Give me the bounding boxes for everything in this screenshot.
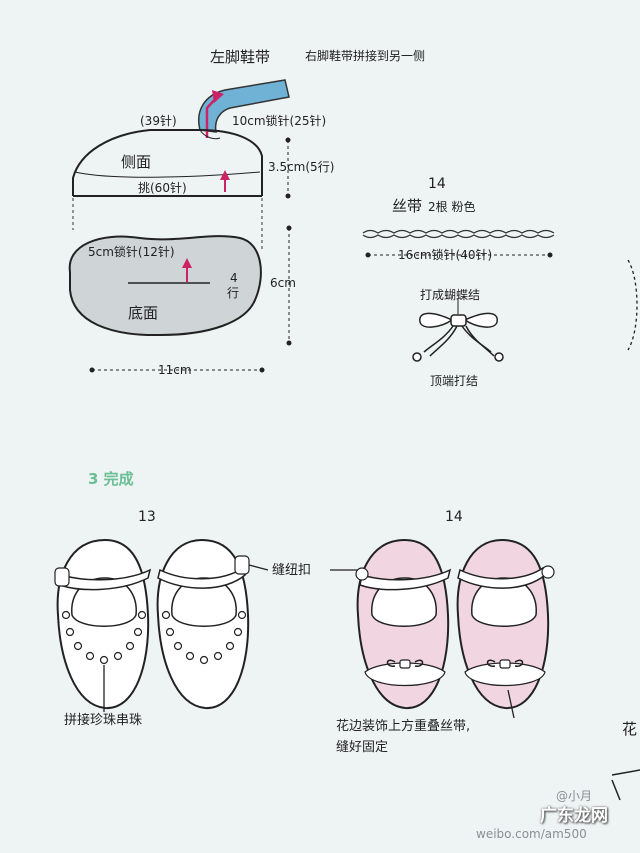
section-title: 3 完成 [88,470,134,488]
rows-label-num: 4 [230,271,238,285]
ribbon-note: 2根 粉色 [428,200,476,214]
bow-illustration [412,312,504,362]
beads-label: 拼接珍珠串珠 [64,713,143,728]
sole-arrow [182,258,192,282]
shoe-14-left [355,538,452,710]
knot-label: 顶端打结 [430,374,479,388]
shoe-14-right [456,538,555,710]
shoe-13-right [156,538,250,710]
side-height-label: 3.5cm(5行) [268,160,335,174]
figure-14-number: 14 [445,509,463,525]
sole-width-label: 11cm [158,363,192,377]
sole-chain-label: 5cm锁针(12针) [88,245,175,259]
side-piece [72,129,263,197]
strap-arrow [205,90,224,138]
ribbon-chain [362,229,555,239]
button-label: 缝纽扣 [272,563,312,578]
side-arrow [220,170,230,192]
watermark-handle: @小月 [556,789,593,803]
side-label: 侧面 [121,153,152,171]
shoe-13-left [54,538,152,710]
pickup-label: 挑(60针) [138,181,187,195]
sole-piece [68,235,262,337]
strap-chain-label: 10cm锁针(25针) [232,114,327,128]
bow-label: 打成蝴蝶结 [420,288,481,302]
watermark-site: weibo.com/am500 [476,827,587,841]
ribbon-chain-label: 16cm锁针(40针) [398,248,493,262]
sole-label: 底面 [128,304,159,322]
edge-char: 花 [622,720,638,738]
figure-13-number: 13 [138,509,156,525]
left-strap [198,79,290,133]
lace-label-line1: 花边装饰上方重叠丝带, [336,719,471,734]
strap-title: 左脚鞋带 [210,48,271,66]
ribbon-number: 14 [428,176,446,192]
rows-label-text: 行 [227,286,240,300]
watermark-brand: 广东龙网 [540,806,608,826]
pearl-beads [61,610,247,665]
stitch-count-39: (39针) [140,114,177,128]
strap-note: 右脚鞋带拼接到另一侧 [305,49,426,63]
sole-height-label: 6cm [270,276,296,290]
ribbon-title: 丝带 [392,197,423,215]
lace-label-line2: 缝好固定 [336,740,389,755]
